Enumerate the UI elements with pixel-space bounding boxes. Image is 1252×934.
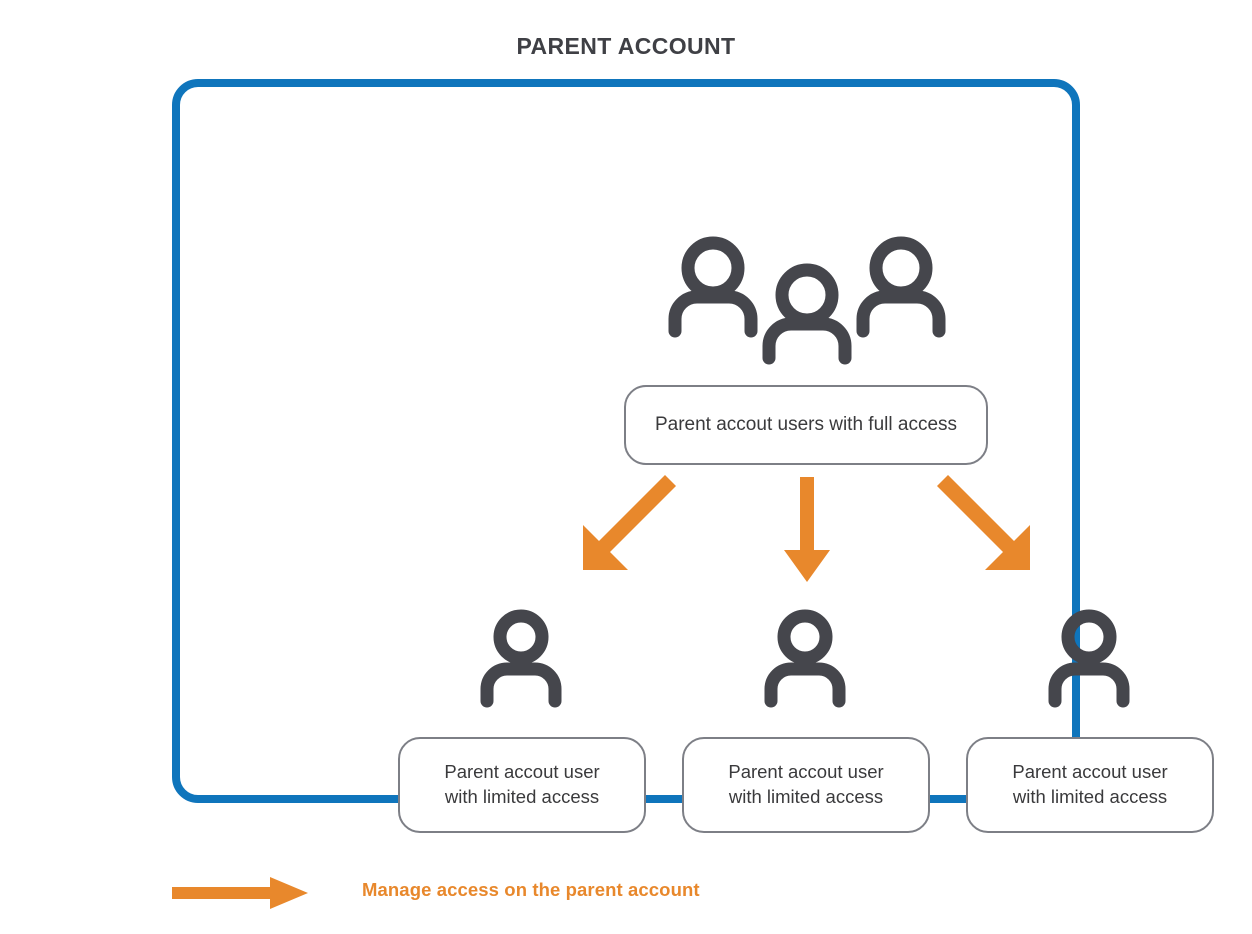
child-2-label-box: Parent accout user with limited access <box>682 737 930 833</box>
legend: Manage access on the parent account <box>172 868 872 918</box>
legend-label: Manage access on the parent account <box>362 879 700 900</box>
child-1-label-box: Parent accout user with limited access <box>398 737 646 833</box>
person-icon-child-2 <box>755 609 855 709</box>
parent-full-access-label-box: Parent accout users with full access <box>624 385 988 465</box>
child-3-label-line-2: with limited access <box>1012 786 1168 807</box>
parent-account-container: Parent accout users with full access <box>172 79 1214 833</box>
child-1-label-line-1: Parent accout user <box>444 761 600 783</box>
arrow-to-child-3-icon <box>937 475 1030 570</box>
child-1-label-line-2: with limited access <box>444 786 600 807</box>
parent-full-access-label-text: Parent accout users with full access <box>654 414 958 436</box>
child-3-label-box: Parent accout user with limited access <box>966 737 1214 833</box>
three-people-icon <box>665 235 949 365</box>
child-2-label-line-1: Parent accout user <box>728 761 884 783</box>
person-icon-child-3 <box>1039 609 1139 709</box>
child-2-label-line-2: with limited access <box>728 786 884 807</box>
right-arrow-icon <box>172 877 308 909</box>
page-title: PARENT ACCOUNT <box>516 33 736 59</box>
arrow-to-child-1-icon <box>583 475 676 570</box>
person-icon-child-1 <box>471 609 571 709</box>
arrow-to-child-2-icon <box>784 477 830 582</box>
child-3-label-line-1: Parent accout user <box>1012 761 1168 783</box>
